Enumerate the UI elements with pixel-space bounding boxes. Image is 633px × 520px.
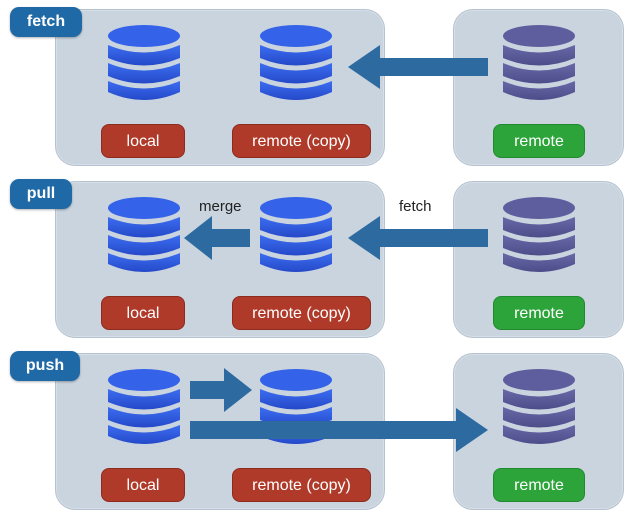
pull-local-label: local [101, 296, 185, 330]
fetch-local-label: local [101, 124, 185, 158]
pull-remote-label: remote [493, 296, 585, 330]
fetch-tag: fetch [10, 7, 82, 37]
push-local-label: local [101, 468, 185, 502]
push-remote-label: remote [493, 468, 585, 502]
pull-fetch-text: fetch [399, 198, 432, 215]
fetch-arrow-icon [348, 45, 488, 89]
pull-fetch-arrow-icon [348, 216, 488, 260]
push-tag: push [10, 351, 80, 381]
push-copy-arrow-icon [190, 368, 252, 412]
push-remote-copy-label: remote (copy) [232, 468, 371, 502]
pull-merge-arrow-icon [184, 216, 250, 260]
fetch-remote-label: remote [493, 124, 585, 158]
push-remote-arrow-icon [190, 408, 488, 452]
fetch-remote-copy-label: remote (copy) [232, 124, 371, 158]
pull-merge-text: merge [199, 198, 242, 215]
pull-remote-copy-label: remote (copy) [232, 296, 371, 330]
pull-tag: pull [10, 179, 72, 209]
